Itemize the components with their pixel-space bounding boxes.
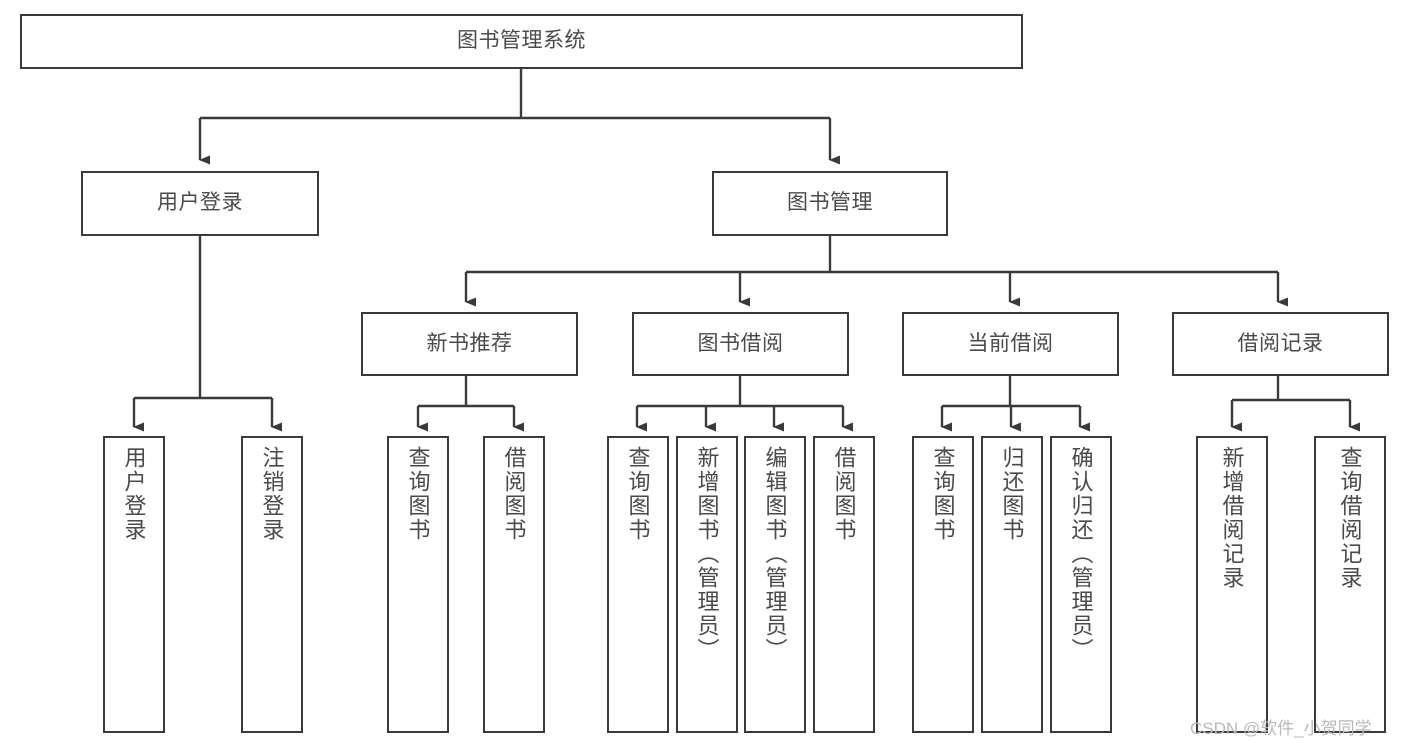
node-label: 当前借阅 <box>967 331 1054 355</box>
leaf-borrow-edit-book-admin[interactable]: 编辑图书（管理员） <box>744 436 806 733</box>
leaf-current-confirm-return-admin[interactable]: 确认归还（管理员） <box>1050 436 1112 733</box>
node-label: 查询图书 <box>625 446 651 542</box>
node-label: 确认归还（管理员） <box>1068 446 1094 662</box>
node-label: 查询图书 <box>405 446 431 542</box>
node-label: 借阅图书 <box>501 446 527 542</box>
node-label: 编辑图书（管理员） <box>762 446 788 662</box>
node-label: 借阅记录 <box>1237 331 1324 355</box>
leaf-logout-login[interactable]: 注销登录 <box>241 436 303 733</box>
node-label: 图书借阅 <box>697 331 784 355</box>
node-label: 用户登录 <box>157 191 243 215</box>
node-current-borrow[interactable]: 当前借阅 <box>902 312 1119 376</box>
watermark: CSDN @软件_小贺同学 <box>1190 719 1372 738</box>
node-label: 图书管理 <box>787 191 873 215</box>
node-label: 用户登录 <box>121 446 147 542</box>
leaf-record-add-record[interactable]: 新增借阅记录 <box>1196 436 1268 733</box>
node-label: 图书管理系统 <box>457 29 586 53</box>
leaf-user-login[interactable]: 用户登录 <box>103 436 165 733</box>
leaf-current-return-book[interactable]: 归还图书 <box>981 436 1043 733</box>
leaf-record-query-record[interactable]: 查询借阅记录 <box>1314 436 1386 733</box>
node-book-management[interactable]: 图书管理 <box>712 171 948 236</box>
leaf-borrow-query-book[interactable]: 查询图书 <box>607 436 669 733</box>
node-book-borrow[interactable]: 图书借阅 <box>632 312 849 376</box>
leaf-current-query-book[interactable]: 查询图书 <box>912 436 974 733</box>
node-borrow-record[interactable]: 借阅记录 <box>1172 312 1389 376</box>
node-label: 新书推荐 <box>426 331 513 355</box>
node-label: 新增图书（管理员） <box>694 446 720 662</box>
node-label: 归还图书 <box>999 446 1025 542</box>
node-label: 查询图书 <box>930 446 956 542</box>
node-label: 借阅图书 <box>831 446 857 542</box>
node-new-book-recommend[interactable]: 新书推荐 <box>361 312 578 376</box>
node-label: 注销登录 <box>259 446 285 542</box>
node-user-login[interactable]: 用户登录 <box>81 171 319 236</box>
node-label: 新增借阅记录 <box>1219 446 1245 590</box>
leaf-recommend-query-book[interactable]: 查询图书 <box>387 436 449 733</box>
leaf-recommend-borrow-book[interactable]: 借阅图书 <box>483 436 545 733</box>
node-root-system[interactable]: 图书管理系统 <box>20 14 1023 69</box>
leaf-borrow-borrow-book[interactable]: 借阅图书 <box>813 436 875 733</box>
node-label: 查询借阅记录 <box>1337 446 1363 590</box>
leaf-borrow-add-book-admin[interactable]: 新增图书（管理员） <box>676 436 738 733</box>
